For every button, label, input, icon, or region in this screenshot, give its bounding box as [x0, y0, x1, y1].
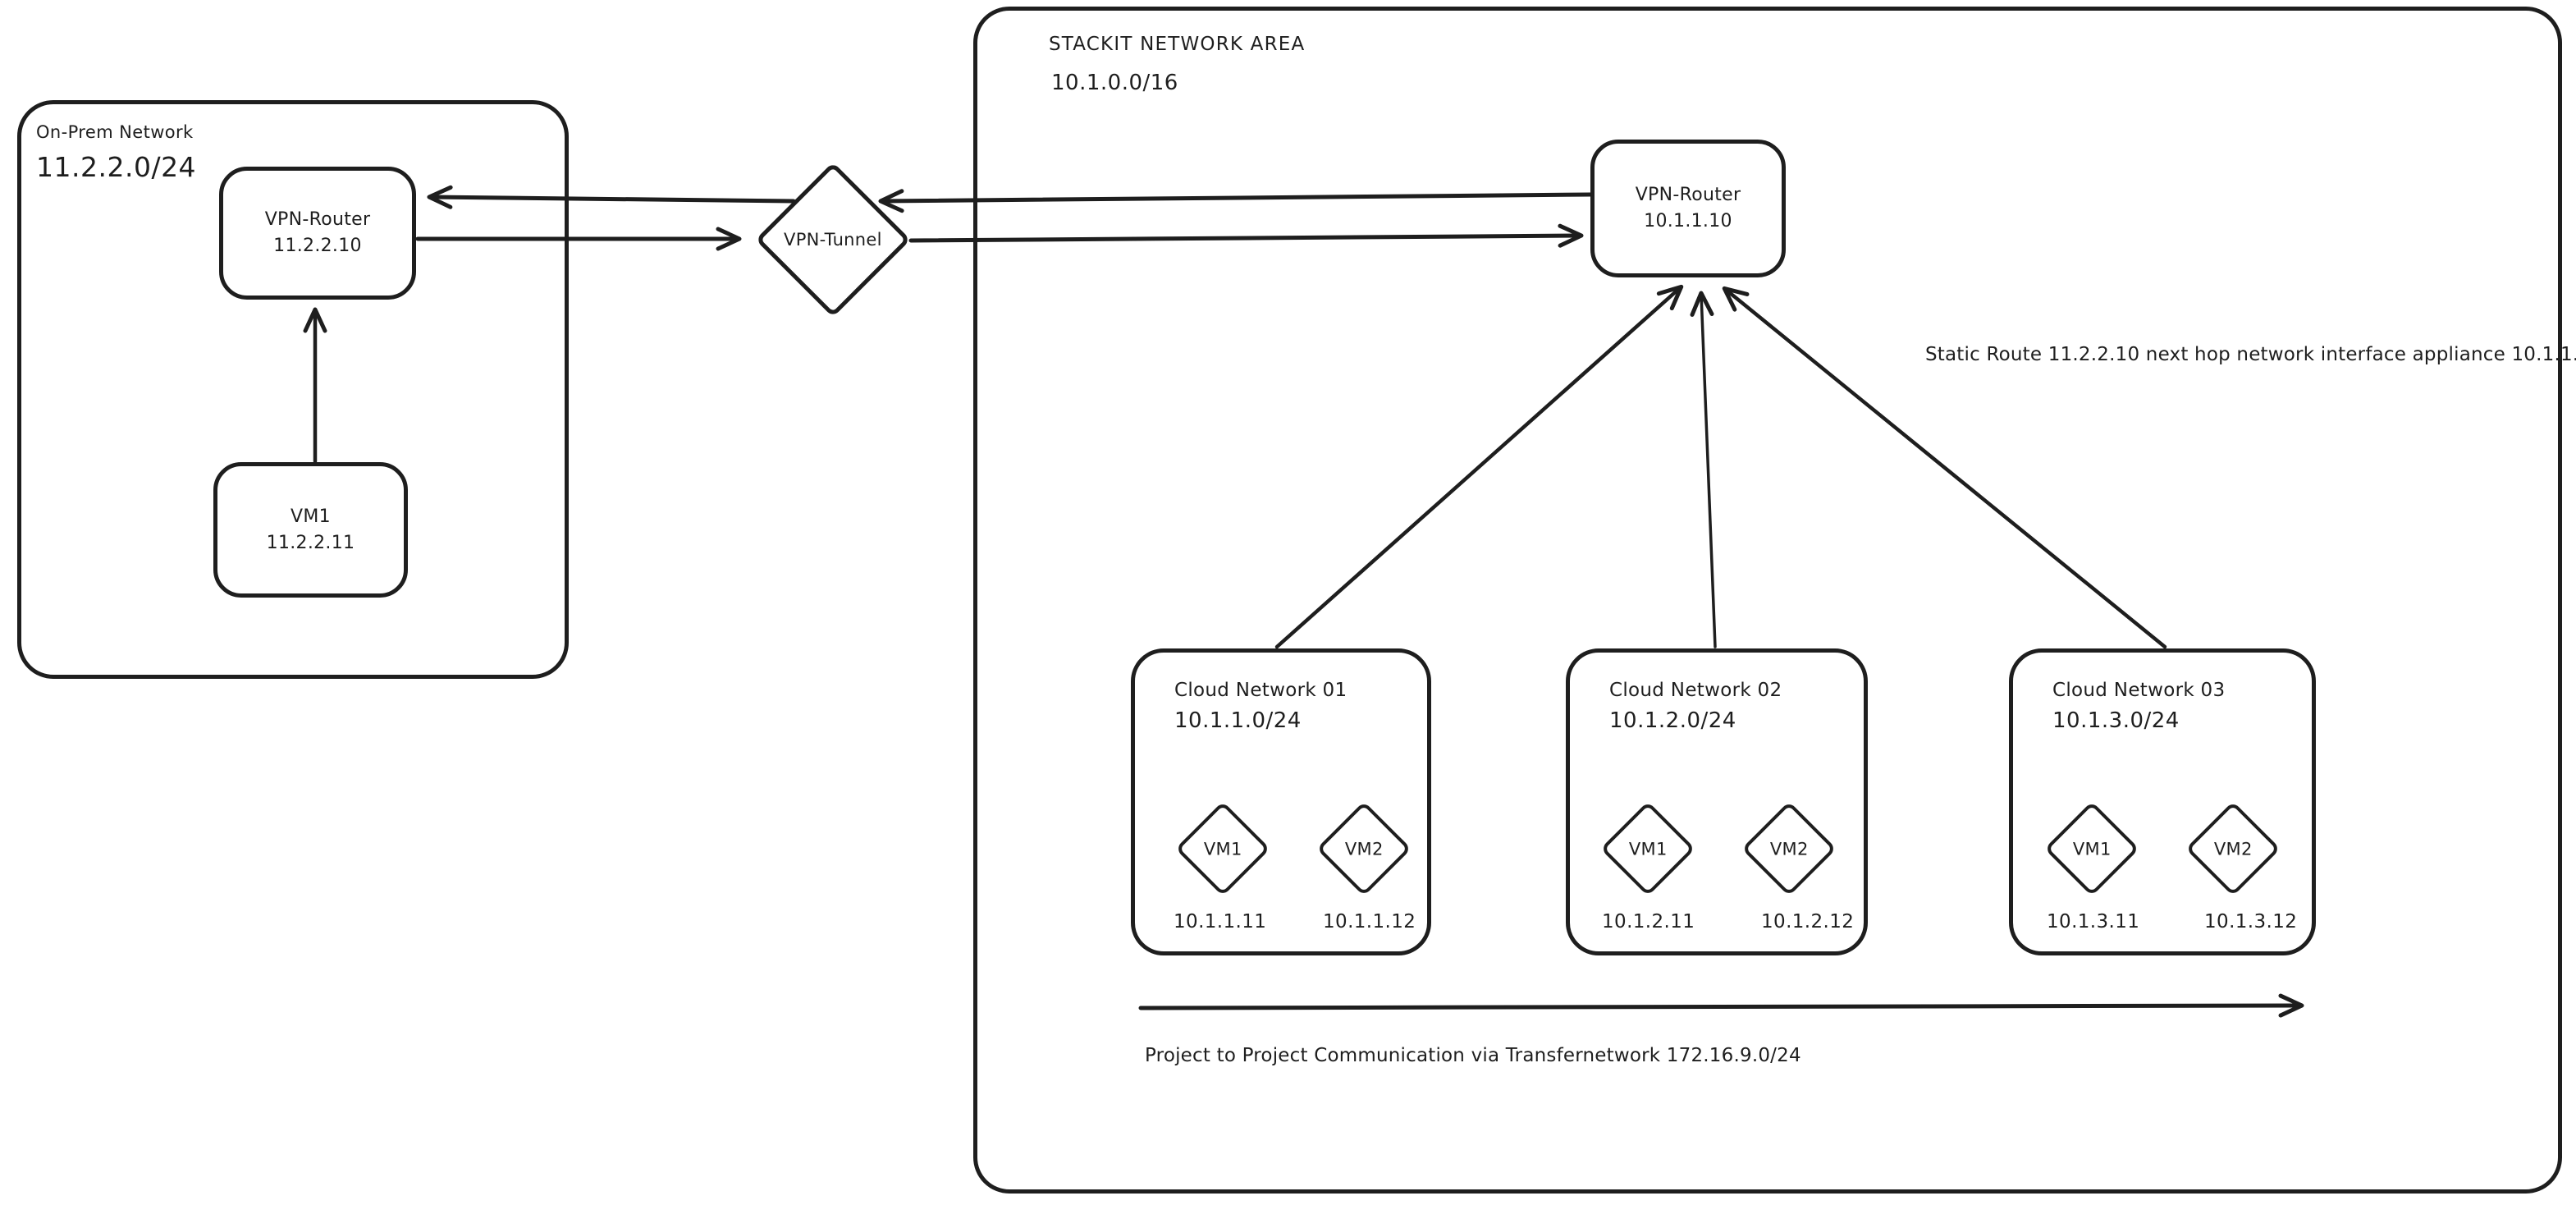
onprem-vpn-router-ip: 11.2.2.10 [273, 236, 362, 256]
onprem-vm1-node: VM1 11.2.2.11 [213, 462, 408, 598]
cloud-network-01-box: Cloud Network 01 10.1.1.0/24 [1131, 648, 1431, 955]
transfer-network-note: Project to Project Communication via Tra… [1145, 1045, 1801, 1066]
vpn-tunnel-label: VPN-Tunnel [784, 230, 882, 250]
cloud-02-vm2-ip: 10.1.2.12 [1761, 911, 1855, 932]
onprem-network-subnet: 11.2.2.0/24 [36, 151, 197, 183]
cloud-03-vm2-name: VM2 [2213, 839, 2253, 859]
onprem-vm1-name: VM1 [291, 506, 331, 527]
cloud-01-vm1-ip: 10.1.1.11 [1174, 911, 1267, 932]
cloud-network-01-subnet: 10.1.1.0/24 [1174, 708, 1302, 733]
stackit-vpn-router-ip: 10.1.1.10 [1644, 211, 1732, 231]
cloud-network-03-box: Cloud Network 03 10.1.3.0/24 [2009, 648, 2316, 955]
vpn-tunnel-diamond: VPN-Tunnel [755, 162, 911, 318]
cloud-network-02-title: Cloud Network 02 [1609, 680, 1782, 701]
cloud-01-vm1-name: VM1 [1203, 839, 1242, 859]
onprem-vpn-router-name: VPN-Router [264, 209, 371, 231]
cloud-network-03-subnet: 10.1.3.0/24 [2052, 708, 2180, 733]
cloud-network-01-title: Cloud Network 01 [1174, 680, 1347, 701]
cloud-network-03-title: Cloud Network 03 [2052, 680, 2226, 701]
cloud-02-vm1-name: VM1 [1628, 839, 1668, 859]
cloud-03-vm1-ip: 10.1.3.11 [2047, 911, 2140, 932]
cloud-03-vm1-name: VM1 [2072, 839, 2112, 859]
cloud-01-vm2-name: VM2 [1344, 839, 1384, 859]
stackit-network-subnet: 10.1.0.0/16 [1051, 71, 1178, 95]
stackit-network-box [973, 7, 2562, 1194]
cloud-network-02-box: Cloud Network 02 10.1.2.0/24 [1566, 648, 1868, 955]
cloud-02-vm1-ip: 10.1.2.11 [1602, 911, 1695, 932]
static-route-note: Static Route 11.2.2.10 next hop network … [1925, 344, 2576, 365]
onprem-vm1-ip: 11.2.2.11 [266, 532, 355, 553]
onprem-vpn-router-node: VPN-Router 11.2.2.10 [219, 167, 416, 300]
stackit-vpn-router-name: VPN-Router [1635, 185, 1741, 206]
cloud-03-vm2-ip: 10.1.3.12 [2204, 911, 2298, 932]
cloud-02-vm2-name: VM2 [1769, 839, 1809, 859]
cloud-network-02-subnet: 10.1.2.0/24 [1609, 708, 1736, 733]
stackit-network-title: STACKIT NETWORK AREA [1049, 34, 1306, 55]
onprem-network-box [17, 100, 569, 679]
onprem-network-title: On-Prem Network [36, 122, 194, 142]
cloud-01-vm2-ip: 10.1.1.12 [1323, 911, 1416, 932]
stackit-vpn-router-node: VPN-Router 10.1.1.10 [1590, 140, 1786, 277]
